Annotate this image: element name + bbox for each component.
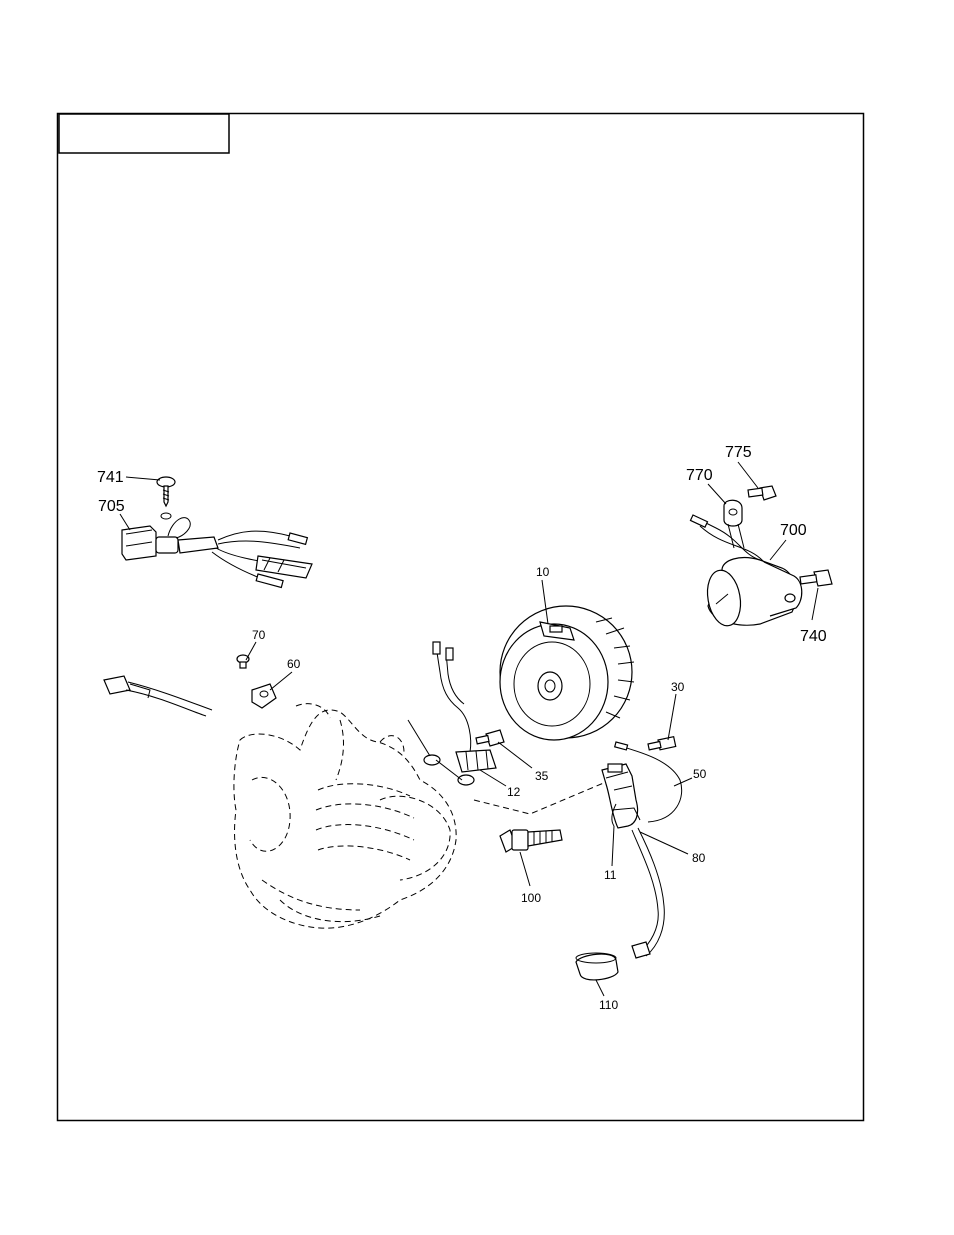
callout-100: 100 xyxy=(521,891,541,905)
assembly-link-line xyxy=(474,782,606,814)
callout-705: 705 xyxy=(98,498,125,515)
callout-12: 12 xyxy=(507,785,521,799)
callout-60: 60 xyxy=(287,657,301,671)
spark-plug xyxy=(500,830,562,852)
callout-35: 35 xyxy=(535,769,549,783)
callout-11: 11 xyxy=(604,868,617,882)
engine-block xyxy=(234,704,456,929)
charging-coil xyxy=(424,642,496,785)
callout-770: 770 xyxy=(686,467,713,484)
callout-30: 30 xyxy=(671,680,685,694)
screw-30 xyxy=(648,737,676,750)
callout-50: 50 xyxy=(693,767,707,781)
fuel-line xyxy=(104,676,212,716)
bolt-740 xyxy=(800,570,832,586)
flywheel xyxy=(500,606,634,740)
ignition-coil xyxy=(602,764,640,828)
spark-plug-boot xyxy=(576,953,618,980)
callout-741: 741 xyxy=(97,469,124,486)
screw-741 xyxy=(157,477,175,519)
spark-plug-lead xyxy=(632,828,664,958)
callout-10: 10 xyxy=(536,565,550,579)
callout-70: 70 xyxy=(252,628,266,642)
callout-110: 110 xyxy=(599,998,618,1012)
wiring-harness xyxy=(122,518,312,588)
title-box xyxy=(59,114,229,153)
callout-700: 700 xyxy=(780,522,807,539)
callout-80: 80 xyxy=(692,851,706,865)
callout-740: 740 xyxy=(800,628,827,645)
bolt-775 xyxy=(748,486,776,500)
callout-775: 775 xyxy=(725,444,752,461)
